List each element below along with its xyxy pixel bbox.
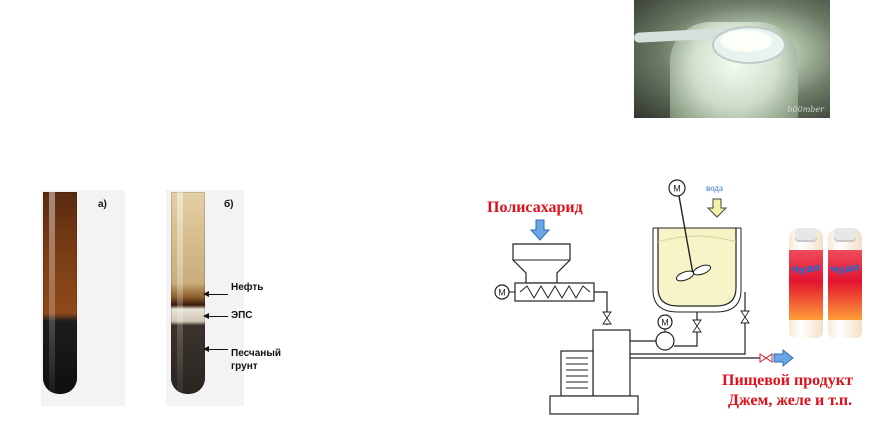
output-arrow-icon <box>773 348 794 368</box>
agitator-motor-label: M <box>673 184 681 194</box>
photo-credit: b00mber <box>787 105 824 114</box>
output-label-line1: Пищевой продукт <box>722 372 853 389</box>
output-label-line2: Джем, желе и т.п. <box>728 392 853 409</box>
pump-icon <box>655 331 675 351</box>
product-bottle-1: Чудо <box>789 228 823 338</box>
panel-b-label: б) <box>224 199 234 210</box>
valve-3-icon <box>740 310 750 324</box>
cosmetic-jar-photo: b00mber <box>634 0 830 118</box>
process-flow-diagram: M M M <box>494 179 794 415</box>
polysaccharide-label: Полисахарид <box>487 199 583 216</box>
agitator-blade-right <box>692 264 712 276</box>
input-arrow-icon <box>529 219 551 241</box>
screw-auger <box>519 285 591 299</box>
annotation-sand-line2: грунт <box>231 361 258 372</box>
product-bottle-2: Чудо <box>828 228 862 338</box>
eps-arrow <box>203 313 228 319</box>
conveyor-motor-icon <box>494 284 510 300</box>
hopper <box>512 243 571 284</box>
water-label: вода <box>706 183 724 193</box>
pump-motor-label: M <box>661 318 669 328</box>
processing-unit <box>592 329 631 397</box>
oil-arrow <box>203 291 228 297</box>
panel-a-label: а) <box>98 199 107 210</box>
valve-2-icon <box>692 319 702 333</box>
cream-dollop <box>720 30 772 52</box>
annotation-eps: ЭПС <box>231 310 253 321</box>
test-tube-b <box>171 192 205 394</box>
conveyor-motor-label: M <box>498 288 506 298</box>
water-arrow-icon <box>706 198 728 218</box>
machine-base <box>549 395 639 415</box>
annotation-sand-line1: Песчаный <box>231 348 282 359</box>
annotation-oil: Нефть <box>231 282 264 293</box>
output-valve-icon <box>759 353 773 363</box>
test-tube-a <box>43 192 77 394</box>
sand-arrow <box>203 346 228 352</box>
mixing-tank <box>657 228 737 307</box>
agitator-shaft <box>678 195 694 275</box>
valve-1-icon <box>602 311 612 325</box>
agitator-motor-icon <box>668 179 686 197</box>
